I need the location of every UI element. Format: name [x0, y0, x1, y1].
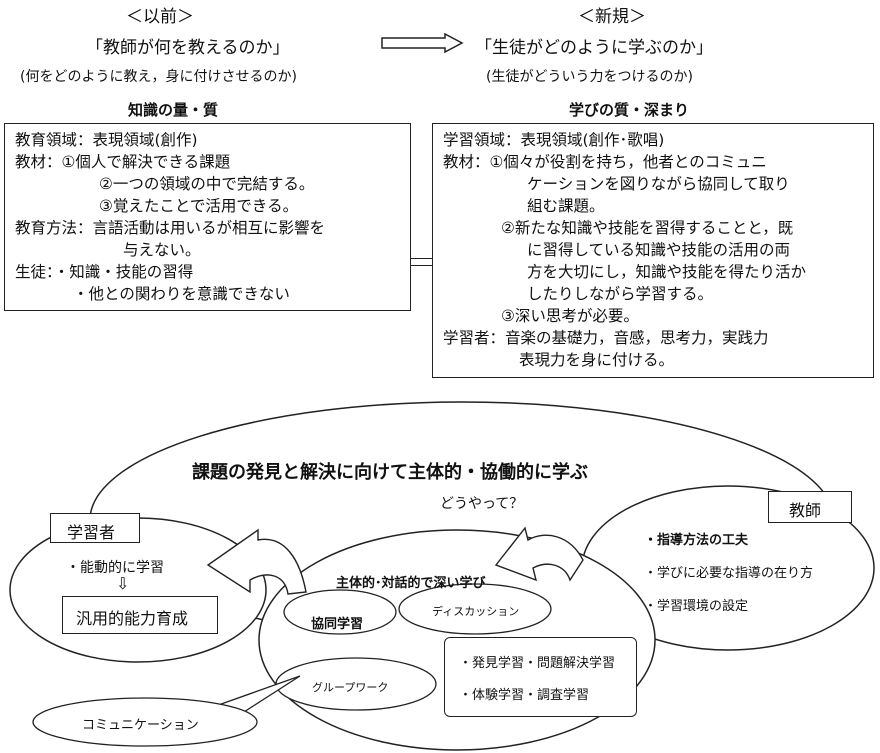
old-line-3: ②一つの領域の中で完結する。 [99, 175, 315, 193]
new-line-3: ケーションを図りながら協同して取り [527, 175, 790, 193]
learner-item: ・能動的に学習 [66, 560, 164, 576]
old-line-2: 教材：①個人で解決できる課題 [15, 153, 231, 171]
learning-item-2: ・体験学習・調査学習 [459, 688, 590, 703]
old-content-box: 教育領域：表現領域(創作) 教材：①個人で解決できる課題 ②一つの領域の中で完結… [4, 123, 411, 311]
old-line-5: 教育方法：言語活動は用いるが相互に影響を [15, 219, 326, 237]
new-line-5: ②新たな知識や技能を習得することと，既 [501, 219, 794, 237]
old-line-4: ③覚えたことで活用できる。 [99, 197, 299, 215]
teacher-item-2: ・学びに必要な指導の在り方 [644, 566, 814, 581]
old-line-8: ・他との関わりを意識できない [73, 285, 290, 303]
new-heading: 「生徒がどのように学ぶのか」 [475, 38, 713, 58]
discussion-label: ディスカッション [432, 605, 520, 618]
teacher-item-1: ・指導方法の工夫 [644, 533, 749, 548]
cooperative-ellipse [283, 589, 397, 635]
learner-goal-box: 汎用的能力育成 [62, 596, 218, 634]
new-line-9: ③深い思考が必要。 [501, 307, 639, 325]
new-line-7: 方を大切にし，知識や技能を得たり活か [527, 263, 807, 281]
new-label: 学びの質・深まり [569, 101, 690, 119]
old-tag: ＜以前＞ [126, 7, 194, 27]
communication-ellipse [32, 697, 258, 747]
learning-box: ・発見学習・問題解決学習 ・体験学習・調査学習 [444, 637, 637, 717]
cooperative-label: 協同学習 [311, 617, 364, 632]
learner-arrow [206, 528, 307, 595]
learner-down-arrow: ⇩ [116, 574, 130, 593]
new-line-11: 表現力を身に付ける。 [519, 351, 675, 369]
new-subheading: (生徒がどういう力をつけるのか) [486, 69, 693, 85]
new-line-8: したりしながら学習する。 [527, 285, 714, 303]
old-line-1: 教育領域：表現領域(創作) [15, 131, 198, 149]
groupwork-label: グループワーク [312, 681, 389, 694]
learner-label-box: 学習者 [50, 513, 140, 543]
new-line-1: 学習領域：表現領域(創作･歌唱) [443, 131, 665, 149]
teacher-item-3: ・学習環境の設定 [644, 599, 749, 614]
communication-label: コミュニケーション [82, 718, 199, 733]
old-subheading: (何をどのように教え，身に付けさせるのか) [20, 69, 297, 85]
learner-label: 学習者 [67, 523, 116, 542]
old-line-6: 与えない。 [123, 241, 201, 259]
discussion-ellipse [398, 583, 552, 635]
old-line-7: 生徒：・知識・技能の習得 [15, 263, 194, 281]
teacher-label: 教師 [789, 501, 822, 520]
new-line-4: 組む課題。 [527, 197, 605, 215]
center-title: 主体的･対話的で深い学び [336, 576, 486, 591]
new-content-box: 学習領域：表現領域(創作･歌唱) 教材：①個々が役割を持ち，他者とのコミュニ ケ… [432, 123, 874, 378]
new-line-10: 学習者：音楽の基礎力，音感，思考力，実践力 [443, 329, 769, 347]
new-line-2: 教材：①個々が役割を持ち，他者とのコミュニ [443, 153, 767, 171]
new-line-6: に習得している知識や技能の活用の両 [527, 241, 791, 259]
learning-item-1: ・発見学習・問題解決学習 [459, 656, 616, 671]
old-heading: 「教師が何を教えるのか」 [86, 38, 290, 58]
main-title: 課題の発見と解決に向けて主体的・協働的に学ぶ [192, 462, 588, 483]
new-tag: ＜新規＞ [578, 7, 646, 27]
question-text: どうやって？ [440, 496, 524, 512]
teacher-arrow [494, 526, 584, 582]
box-connector [411, 258, 433, 266]
learner-goal: 汎用的能力育成 [76, 609, 189, 628]
teacher-label-box: 教師 [768, 491, 852, 523]
old-label: 知識の量・質 [128, 101, 219, 119]
